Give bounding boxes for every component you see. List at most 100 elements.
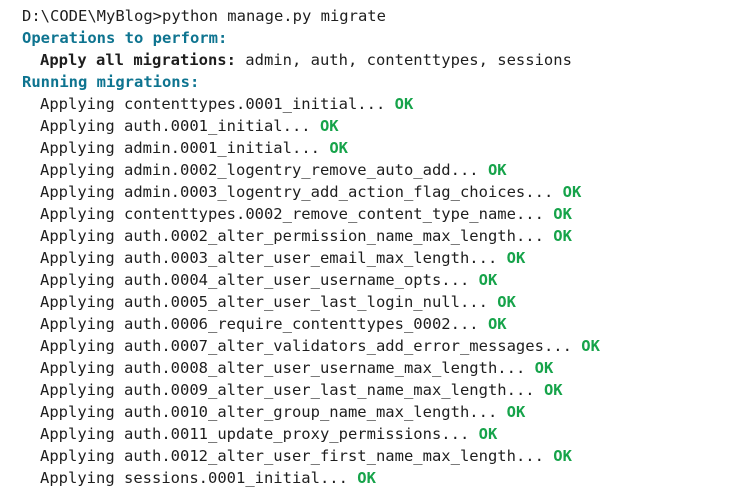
migration-ellipsis: ... <box>319 469 358 487</box>
applying-prefix: Applying <box>40 381 124 399</box>
ok-status: OK <box>506 403 526 421</box>
migration-ellipsis: ... <box>291 139 330 157</box>
migration-ellipsis: ... <box>525 183 563 201</box>
migration-line: Applying auth.0004_alter_user_username_o… <box>22 269 747 291</box>
ok-status: OK <box>487 315 507 333</box>
ok-status: OK <box>553 447 572 465</box>
command-line: D:\CODE\MyBlog>python manage.py migrate <box>22 5 747 27</box>
migration-name: auth.0007_alter_validators_add_error_mes… <box>124 337 544 355</box>
migration-line: Applying auth.0007_alter_validators_add_… <box>22 335 747 357</box>
migration-name: auth.0005_alter_user_last_login_null <box>124 293 460 311</box>
applying-prefix: Applying <box>40 139 124 157</box>
migration-line: Applying auth.0012_alter_user_first_name… <box>22 445 747 467</box>
applying-prefix: Applying <box>40 315 124 333</box>
applying-prefix: Applying <box>40 425 124 443</box>
migration-ellipsis: ... <box>450 315 488 333</box>
migration-line: Applying auth.0002_alter_permission_name… <box>22 225 747 247</box>
migration-name: auth.0001_initial <box>124 117 283 135</box>
ok-status: OK <box>394 95 414 113</box>
migration-name: sessions.0001_initial <box>124 469 320 487</box>
ok-status: OK <box>478 425 498 443</box>
migration-name: auth.0004_alter_user_username_opts <box>124 271 442 289</box>
ok-status: OK <box>497 293 516 311</box>
ok-status: OK <box>553 227 572 245</box>
applying-prefix: Applying <box>40 337 124 355</box>
migration-list: Applying contenttypes.0001_initial... OK… <box>22 93 747 489</box>
migration-line: Applying admin.0001_initial... OK <box>22 137 747 159</box>
migration-line: Applying contenttypes.0002_remove_conten… <box>22 203 747 225</box>
migration-line: Applying auth.0006_require_contenttypes_… <box>22 313 747 335</box>
applying-prefix: Applying <box>40 447 124 465</box>
migration-line: Applying admin.0003_logentry_add_action_… <box>22 181 747 203</box>
applying-prefix: Applying <box>40 249 124 267</box>
applying-prefix: Applying <box>40 271 124 289</box>
migration-name: auth.0002_alter_permission_name_max_leng… <box>124 227 516 245</box>
applying-prefix: Applying <box>40 205 124 223</box>
ok-status: OK <box>562 183 582 201</box>
migration-line: Applying sessions.0001_initial... OK <box>22 467 747 489</box>
migration-name: admin.0003_logentry_add_action_flag_choi… <box>124 183 526 201</box>
migration-ellipsis: ... <box>469 249 507 267</box>
migration-name: auth.0003_alter_user_email_max_length <box>124 249 470 267</box>
migration-line: Applying auth.0001_initial... OK <box>22 115 747 137</box>
migration-ellipsis: ... <box>441 425 479 443</box>
migration-name: auth.0008_alter_user_username_max_length <box>124 359 498 377</box>
ok-status: OK <box>543 381 563 399</box>
ok-status: OK <box>506 249 526 267</box>
migration-line: Applying auth.0011_update_proxy_permissi… <box>22 423 747 445</box>
apply-all-apps: admin, auth, contenttypes, sessions <box>235 51 572 69</box>
migration-line: Applying auth.0005_alter_user_last_login… <box>22 291 747 313</box>
migration-name: admin.0002_logentry_remove_auto_add <box>124 161 451 179</box>
ok-status: OK <box>319 117 339 135</box>
applying-prefix: Applying <box>40 183 124 201</box>
migration-name: contenttypes.0002_remove_content_type_na… <box>124 205 516 223</box>
applying-prefix: Applying <box>40 403 124 421</box>
migration-name: auth.0010_alter_group_name_max_length <box>124 403 470 421</box>
migration-line: Applying auth.0009_alter_user_last_name_… <box>22 379 747 401</box>
command-text: python manage.py migrate <box>161 7 386 25</box>
ok-status: OK <box>553 205 572 223</box>
migration-ellipsis: ... <box>497 359 535 377</box>
migration-ellipsis: ... <box>441 271 479 289</box>
ok-status: OK <box>581 337 600 355</box>
applying-prefix: Applying <box>40 227 124 245</box>
migration-ellipsis: ... <box>282 117 320 135</box>
applying-prefix: Applying <box>40 359 124 377</box>
migration-name: admin.0001_initial <box>124 139 292 157</box>
running-heading: Running migrations: <box>22 73 200 91</box>
applying-prefix: Applying <box>40 161 124 179</box>
migration-ellipsis: ... <box>459 293 498 311</box>
ok-status: OK <box>534 359 554 377</box>
prompt-text: D:\CODE\MyBlog> <box>22 7 162 25</box>
ok-status: OK <box>357 469 376 487</box>
applying-prefix: Applying <box>40 95 124 113</box>
migration-ellipsis: ... <box>515 205 554 223</box>
migration-name: auth.0006_require_contenttypes_0002 <box>124 315 451 333</box>
migration-line: Applying auth.0003_alter_user_email_max_… <box>22 247 747 269</box>
migration-ellipsis: ... <box>543 337 582 355</box>
migration-line: Applying contenttypes.0001_initial... OK <box>22 93 747 115</box>
ok-status: OK <box>329 139 348 157</box>
ok-status: OK <box>478 271 498 289</box>
migration-name: auth.0011_update_proxy_permissions <box>124 425 442 443</box>
operations-heading: Operations to perform: <box>22 29 228 47</box>
migration-ellipsis: ... <box>450 161 488 179</box>
migration-name: auth.0012_alter_user_first_name_max_leng… <box>124 447 516 465</box>
ok-status: OK <box>487 161 507 179</box>
migration-ellipsis: ... <box>357 95 395 113</box>
migration-ellipsis: ... <box>506 381 544 399</box>
migration-ellipsis: ... <box>515 447 554 465</box>
migration-line: Applying admin.0002_logentry_remove_auto… <box>22 159 747 181</box>
applying-prefix: Applying <box>40 117 124 135</box>
migration-name: auth.0009_alter_user_last_name_max_lengt… <box>124 381 507 399</box>
applying-prefix: Applying <box>40 293 124 311</box>
migration-line: Applying auth.0008_alter_user_username_m… <box>22 357 747 379</box>
migration-ellipsis: ... <box>515 227 554 245</box>
apply-all-label: Apply all migrations: <box>40 51 236 69</box>
migration-ellipsis: ... <box>469 403 507 421</box>
apply-all-line: Apply all migrations: admin, auth, conte… <box>22 49 747 71</box>
migration-name: contenttypes.0001_initial <box>124 95 358 113</box>
applying-prefix: Applying <box>40 469 124 487</box>
migration-line: Applying auth.0010_alter_group_name_max_… <box>22 401 747 423</box>
